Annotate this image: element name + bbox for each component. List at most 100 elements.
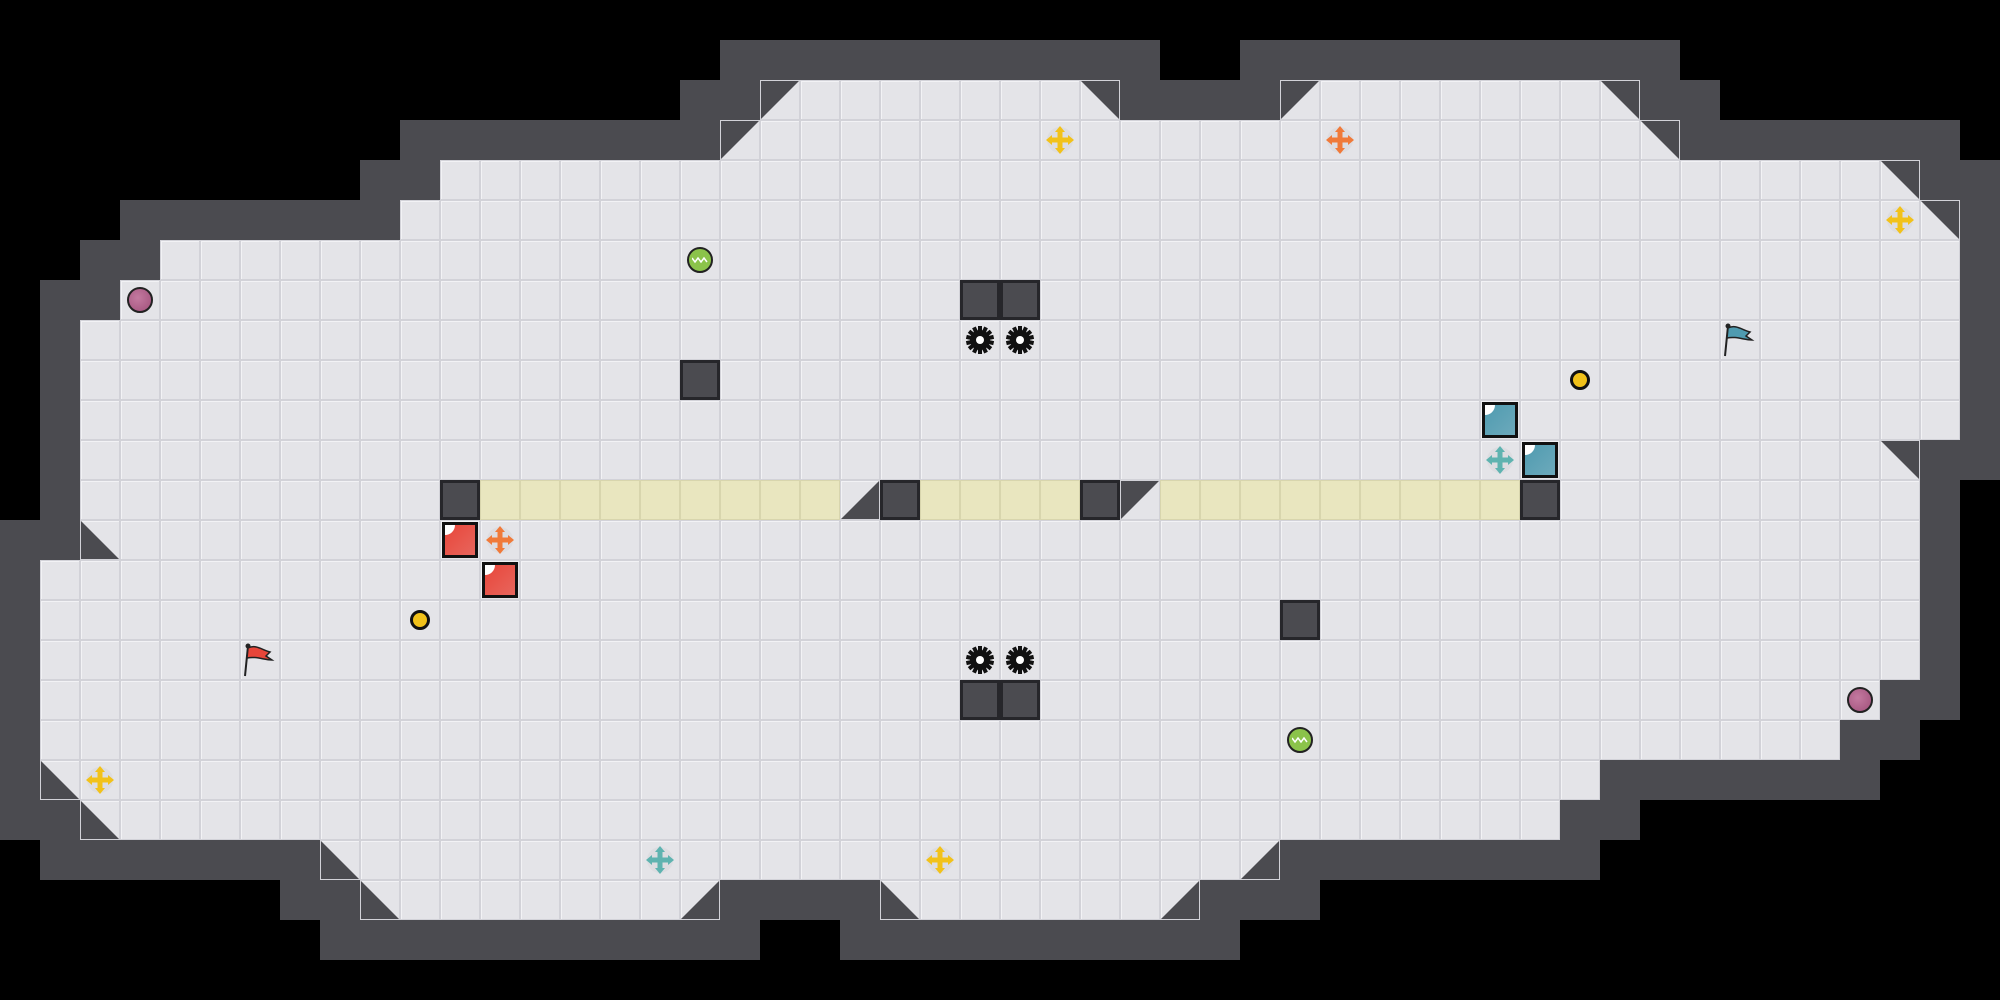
floor-tile [520, 560, 560, 600]
floor-tile [1840, 320, 1880, 360]
floor-tile [1800, 480, 1840, 520]
boost-pad [480, 520, 520, 560]
wall-tile [1280, 840, 1320, 880]
wall-tile [320, 880, 360, 920]
floor-tile [1360, 560, 1400, 600]
floor-tile [80, 680, 120, 720]
floor-tile [560, 720, 600, 760]
floor-tile [680, 200, 720, 240]
floor-tile [400, 240, 440, 280]
floor-tile [1560, 440, 1600, 480]
floor-tile [560, 520, 600, 560]
floor-tile [1240, 560, 1280, 600]
wall-tile [640, 920, 680, 960]
floor-tile [1320, 80, 1360, 120]
floor-tile [640, 280, 680, 320]
floor-tile [1120, 560, 1160, 600]
wall-tile [1720, 120, 1760, 160]
wall-tile [1400, 840, 1440, 880]
floor-tile [240, 760, 280, 800]
floor-tile [1280, 560, 1320, 600]
floor-tile [80, 600, 120, 640]
floor-tile [1240, 760, 1280, 800]
floor-tile [1320, 640, 1360, 680]
floor-tile [80, 400, 120, 440]
wall-tile [480, 120, 520, 160]
blue-flag [1720, 320, 1760, 360]
floor-tile [280, 720, 320, 760]
floor-tile [1320, 440, 1360, 480]
floor-tile [840, 320, 880, 360]
floor-tile [1240, 720, 1280, 760]
floor-tile [840, 360, 880, 400]
floor-tile [1120, 760, 1160, 800]
floor-tile [600, 400, 640, 440]
floor-tile [560, 160, 600, 200]
floor-tile [1640, 400, 1680, 440]
floor-tile [760, 240, 800, 280]
wall-tile [40, 320, 80, 360]
wall-tile [1960, 200, 2000, 240]
floor-tile [520, 360, 560, 400]
floor-tile [560, 600, 600, 640]
floor-tile [1080, 640, 1120, 680]
floor-tile [480, 360, 520, 400]
floor-tile [1680, 360, 1720, 400]
wall-tile [360, 920, 400, 960]
floor-tile [960, 400, 1000, 440]
floor-tile [1280, 400, 1320, 440]
floor-tile [1880, 240, 1920, 280]
floor-tile [880, 200, 920, 240]
floor-tile [80, 440, 120, 480]
floor-tile [1040, 440, 1080, 480]
wall-block [1520, 480, 1560, 520]
floor-tile [320, 480, 360, 520]
floor-tile [1320, 760, 1360, 800]
floor-tile [1480, 200, 1520, 240]
floor-tile [1040, 600, 1080, 640]
wall-tile [1760, 120, 1800, 160]
floor-tile [560, 320, 600, 360]
floor-tile [1080, 240, 1120, 280]
floor-tile [1800, 200, 1840, 240]
floor-tile [920, 880, 960, 920]
floor-tile [1520, 280, 1560, 320]
floor-tile [1120, 360, 1160, 400]
diagonal-wall [881, 881, 919, 919]
floor-tile [880, 840, 920, 880]
floor-tile [1440, 280, 1480, 320]
floor-tile [1080, 720, 1120, 760]
floor-tile [1760, 280, 1800, 320]
floor-tile [480, 400, 520, 440]
diagonal-wall-tile [1080, 80, 1120, 120]
floor-tile [1440, 120, 1480, 160]
wall-tile [520, 920, 560, 960]
red-gate-box [480, 560, 520, 600]
neutral-gate-tile [720, 480, 760, 520]
floor-tile [440, 320, 480, 360]
floor-tile [1320, 800, 1360, 840]
wall-tile [0, 560, 40, 600]
floor-tile [680, 520, 720, 560]
floor-tile [1560, 640, 1600, 680]
wall-tile [480, 920, 520, 960]
floor-tile [1440, 200, 1480, 240]
wall-tile [0, 800, 40, 840]
spike-icon [965, 326, 995, 354]
floor-tile [280, 240, 320, 280]
floor-tile [80, 480, 120, 520]
neutral-gate-tile [1240, 480, 1280, 520]
floor-tile [1440, 640, 1480, 680]
wall-tile [800, 40, 840, 80]
floor-tile [1160, 680, 1200, 720]
floor-tile [200, 640, 240, 680]
wall-tile [1960, 280, 2000, 320]
floor-tile [1440, 240, 1480, 280]
floor-tile [480, 720, 520, 760]
floor-tile [1560, 160, 1600, 200]
floor-tile [1160, 800, 1200, 840]
floor-tile [1520, 240, 1560, 280]
wall-tile [0, 640, 40, 680]
floor-tile [1360, 280, 1400, 320]
floor-tile [720, 280, 760, 320]
